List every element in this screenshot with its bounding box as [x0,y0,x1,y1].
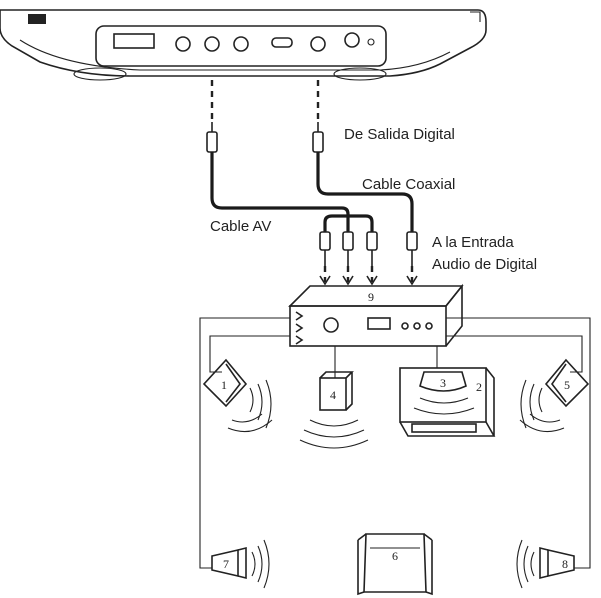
tv [399,367,496,437]
digital-input-label-line2: Audio de Digital [432,256,538,273]
speaker-rear-left [211,539,270,589]
av-cable [210,152,350,232]
listener-number: 6 [392,549,398,563]
speaker-wiring [199,317,591,569]
digital-input-label-line1: A la Entrada [432,234,514,251]
coax-cable-label: Cable Coaxial [362,176,456,193]
coax-plug-top [312,122,324,153]
receiver-number: 9 [368,290,374,304]
bottom-plugs [319,231,418,286]
digital-output-label: De Salida Digital [344,126,455,143]
av-plug-top [206,122,218,153]
listener-seat [357,533,433,596]
speaker-rear-right-number: 8 [562,557,568,571]
speaker-rear-right [516,539,575,589]
subwoofer [299,371,369,449]
tv-number: 3 [440,376,446,390]
av-receiver [288,283,464,347]
speaker-front-right [519,358,590,433]
speaker-rear-left-number: 7 [223,557,229,571]
av-cable-label: Cable AV [210,218,272,235]
speaker-front-left [202,358,273,433]
coax-cable [316,152,414,232]
speaker-front-right-number: 5 [564,378,570,392]
speaker-front-left-number: 1 [221,378,227,392]
dvd-player [0,9,487,81]
subwoofer-number: 4 [330,388,336,402]
speaker-center-number: 2 [476,380,482,394]
